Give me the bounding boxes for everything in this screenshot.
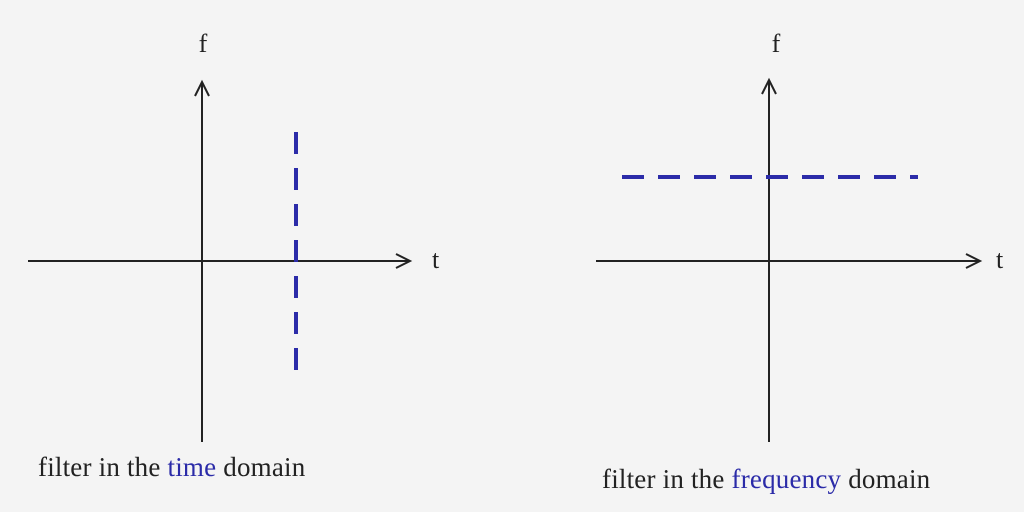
frequency-panel-vertical-arrow-icon: [761, 77, 777, 95]
time-panel-horizontal-arrow-icon: [395, 253, 413, 269]
frequency-caption-suffix: domain: [841, 464, 931, 494]
time-panel-vertical-arrow-icon: [194, 79, 210, 97]
time-panel-horizontal-axis-label: t: [432, 245, 440, 274]
time-panel-vertical-axis-label: f: [199, 29, 208, 58]
time-domain-panel: f t: [28, 29, 440, 442]
frequency-panel-horizontal-axis-label: t: [996, 245, 1004, 274]
frequency-panel-vertical-axis-label: f: [772, 29, 781, 58]
time-caption-highlight: time: [167, 452, 217, 482]
frequency-domain-caption: filter in the frequency domain: [602, 464, 930, 495]
frequency-panel-horizontal-arrow-icon: [965, 253, 983, 269]
frequency-domain-panel: f t: [596, 29, 1004, 442]
frequency-caption-prefix: filter in the: [602, 464, 732, 494]
time-caption-prefix: filter in the: [38, 452, 168, 482]
time-domain-caption: filter in the time domain: [38, 452, 305, 483]
time-caption-suffix: domain: [216, 452, 306, 482]
frequency-caption-highlight: frequency: [731, 464, 842, 494]
